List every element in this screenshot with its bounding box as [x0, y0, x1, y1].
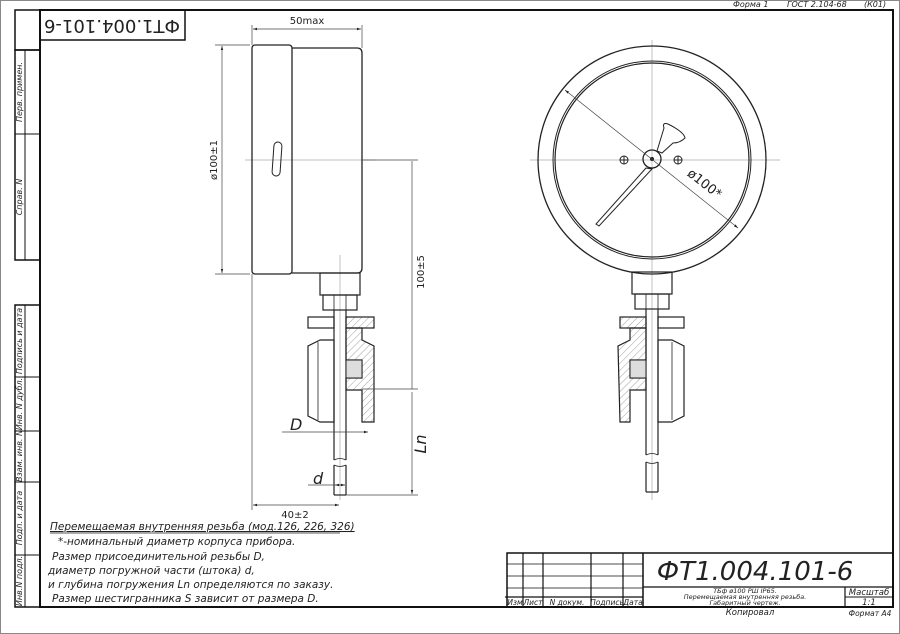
format-label: Формат А4: [849, 609, 892, 618]
title-block: [505, 552, 894, 608]
col-podpis: Подпись: [590, 598, 624, 607]
form-label: Форма 1: [733, 0, 768, 9]
stamp-cell-3: Подпись и дата: [15, 308, 24, 374]
header: Форма 1 ГОСТ 2.104-68 (К01): [733, 0, 886, 9]
side-view-labels: 50max ø100±1 100±5 40±2 D d Ln: [209, 16, 430, 521]
scale-value: 1:1: [862, 598, 876, 608]
bezel: [251, 44, 293, 275]
dim-diameter: ø100±1: [209, 140, 220, 180]
stamp-cell-2: Справ. N: [15, 179, 24, 216]
stamp-cell-1: Перв. примен.: [15, 62, 24, 122]
col-izm: Изм: [507, 598, 523, 607]
scale-label: Масштаб: [849, 588, 889, 598]
dial-inner: [554, 62, 750, 258]
screw-left-icon: [619, 155, 629, 165]
pointer-tail: [656, 123, 686, 154]
notes-title: Перемещаемая внутренняя резьба (мод.126,…: [50, 521, 355, 533]
rotated-designation: ФТ1.004.101-6: [44, 15, 180, 36]
front-dim-diameter: ø100*: [684, 166, 725, 202]
dim-length: 100±5: [416, 255, 427, 289]
col-list: Лист: [522, 598, 543, 607]
gost-label: ГОСТ 2.104-68: [787, 0, 847, 9]
note-line-1: *-номинальный диаметр корпуса прибора.: [58, 536, 295, 548]
neck-nut: [322, 294, 358, 311]
dim-offset: 40±2: [281, 510, 308, 521]
col-ndokum: N докум.: [550, 598, 585, 607]
note-line-2: Размер присоединительной резьбы D,: [52, 551, 265, 563]
note-line-4: и глубина погружения Ln определяются по …: [48, 579, 333, 591]
note-line-5: Размер шестигранника S зависит от размер…: [52, 593, 319, 605]
stamp-cell-7: Инв.N подл.: [15, 556, 24, 606]
code-label: (К01): [864, 0, 886, 9]
pointer-needle: [595, 167, 653, 227]
desc-line-1: ТБф ø100 РШ IP65.: [713, 587, 777, 595]
label-D: D: [290, 415, 302, 434]
desc-line-2: Перемещаемая внутренняя резьба.: [684, 593, 807, 601]
slot: [271, 141, 283, 177]
outer-ring: [537, 45, 767, 275]
front-view: [530, 40, 780, 500]
dial-outer: [552, 60, 752, 260]
rotated-designation-box: ФТ1.004.101-6: [14, 9, 186, 51]
designation: ФТ1.004.101-6: [657, 557, 854, 587]
side-stamp-bottom: Подпись и дата Инв. N дубл. Взам. инв. N…: [14, 304, 41, 608]
desc-line-3: Габаритный чертеж.: [709, 599, 780, 607]
side-view-dimensions: [215, 25, 418, 510]
case: [292, 47, 363, 274]
label-d: d: [313, 469, 324, 488]
title-block-text: ФТ1.004.101-6 ТБф ø100 РШ IP65. Перемеща…: [507, 557, 891, 618]
side-view: [245, 44, 375, 500]
inner-frame: [39, 9, 894, 608]
copied-label: Копировал: [726, 608, 775, 618]
screw-right-icon: [673, 155, 683, 165]
side-stamp-top: Перв. примен. Справ. N: [14, 49, 41, 261]
stamp-cell-6: Подп. и дата: [15, 491, 24, 546]
front-view-dimensions: ø100*: [564, 89, 739, 229]
label-Ln: Ln: [411, 434, 430, 453]
notes: Перемещаемая внутренняя резьба (мод.126,…: [47, 521, 355, 605]
stamp-cell-4: Инв. N дубл.: [15, 378, 24, 430]
stamp-cell-5: Взам. инв. N: [15, 430, 24, 482]
col-data: Дата: [622, 598, 643, 607]
dim-width: 50max: [290, 16, 325, 27]
note-line-3: диаметр погружной части (штока) d,: [47, 565, 255, 577]
